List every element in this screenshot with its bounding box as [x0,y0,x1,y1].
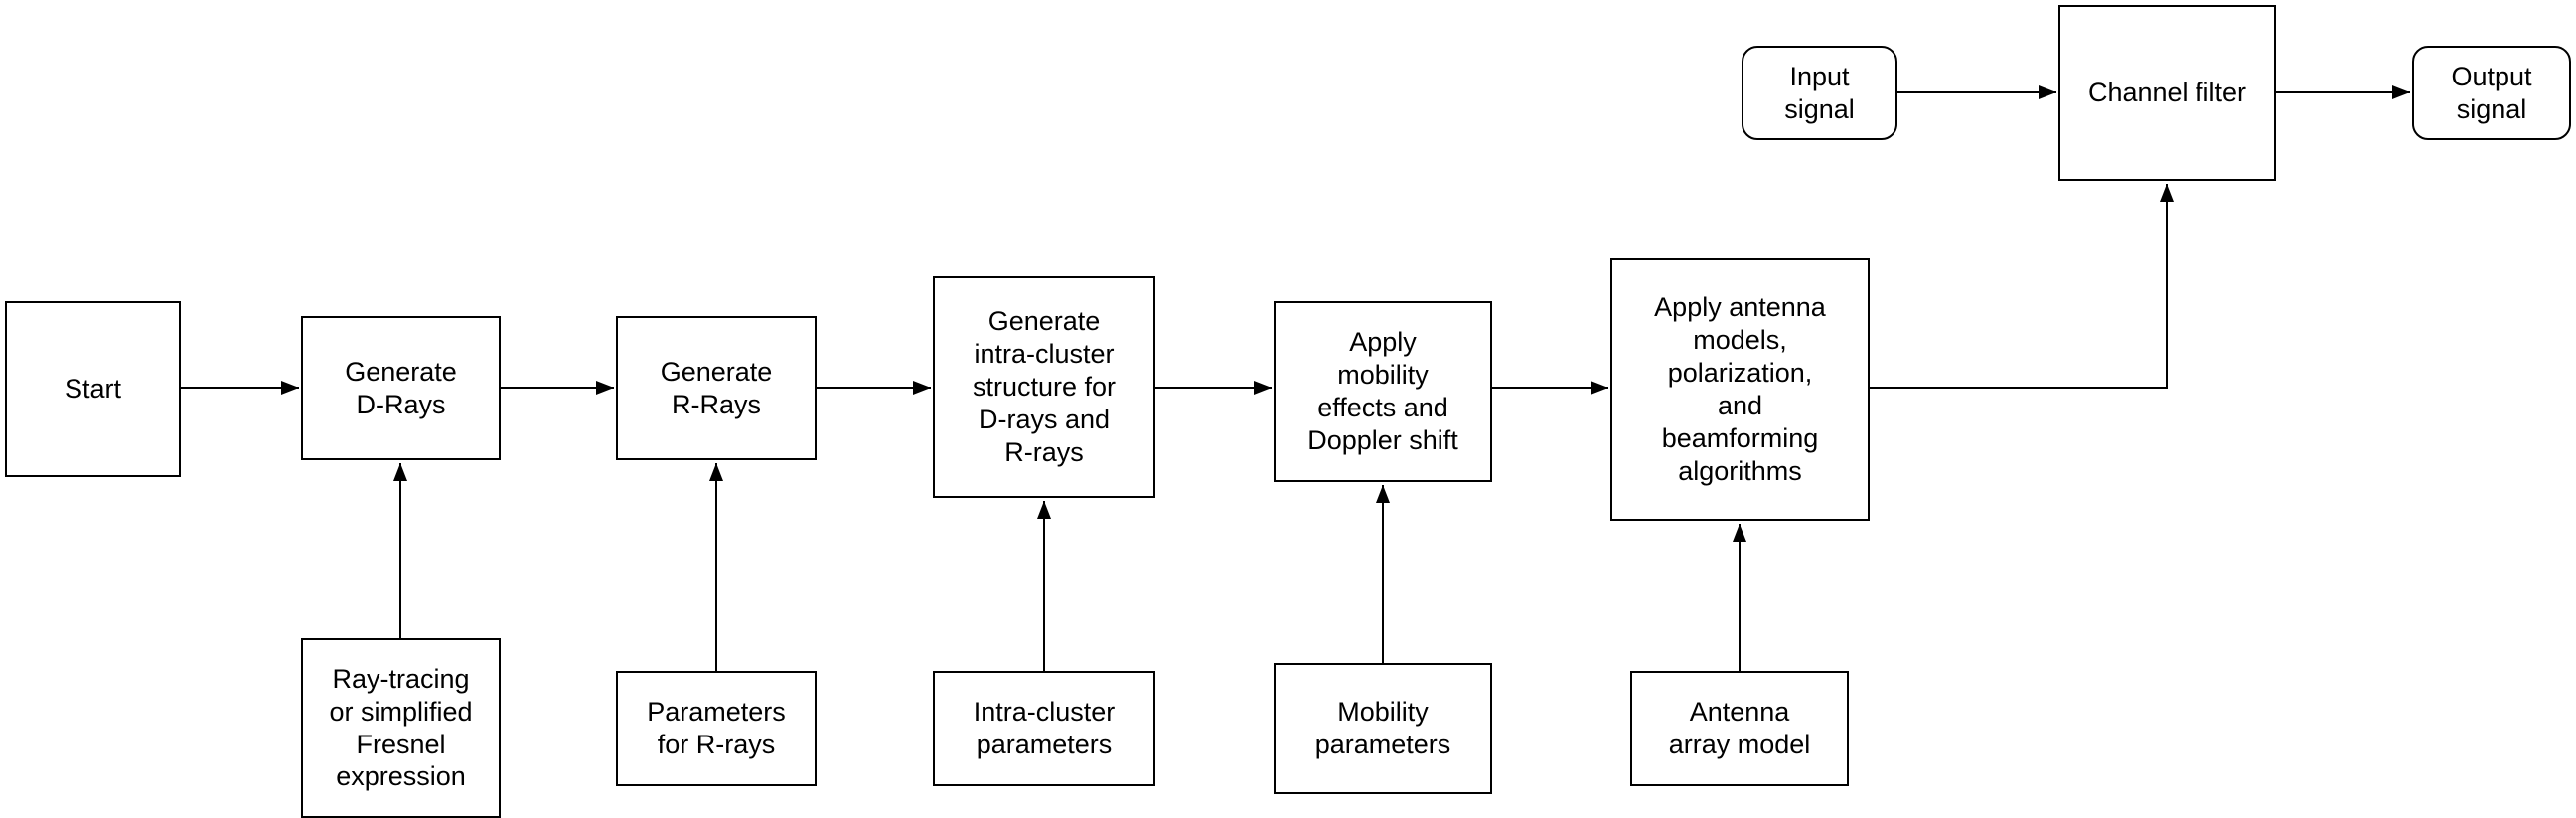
node-mobility-parameters: Mobility parameters [1274,663,1492,794]
node-generate-d-rays: Generate D-Rays [301,316,501,460]
edge-antenna-models-to-channel-filter [1870,184,2174,389]
node-intra-cluster-structure: Generate intra-cluster structure for D-r… [933,276,1155,498]
node-ray-tracing: Ray-tracing or simplified Fresnel expres… [301,638,501,818]
node-input-signal: Input signal [1742,46,1897,140]
node-mobility-effects: Apply mobility effects and Doppler shift [1274,301,1492,482]
node-output-signal: Output signal [2412,46,2571,140]
node-antenna-models: Apply antenna models, polarization, and … [1610,258,1870,521]
node-intra-cluster-parameters: Intra-cluster parameters [933,671,1155,786]
node-antenna-array-model: Antenna array model [1630,671,1849,786]
node-start: Start [5,301,181,477]
node-generate-r-rays: Generate R-Rays [616,316,817,460]
node-channel-filter: Channel filter [2058,5,2276,181]
node-parameters-r-rays: Parameters for R-rays [616,671,817,786]
